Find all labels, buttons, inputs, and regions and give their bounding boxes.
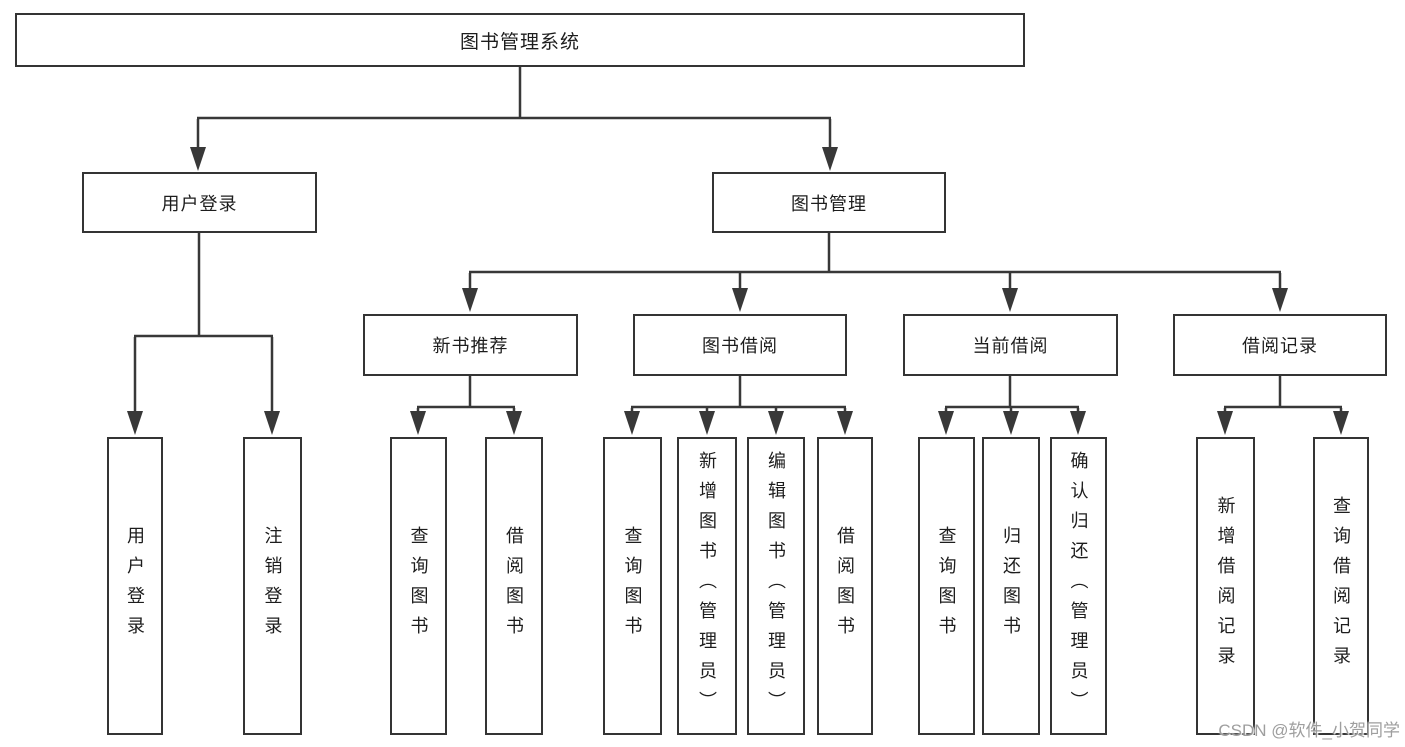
node-book-borrow-label: 图书借阅 bbox=[702, 336, 778, 356]
leaf-borrow-books: 借阅图书 bbox=[817, 437, 873, 735]
leaf-edit-books-admin: 编辑图书（管理员） bbox=[747, 437, 805, 735]
leaf-user-login: 用户登录 bbox=[107, 437, 163, 735]
leaf-edit-books-admin-label: 编辑图书（管理员） bbox=[766, 451, 786, 721]
leaf-query-books-recommend: 查询图书 bbox=[390, 437, 447, 735]
csdn-watermark: CSDN @软件_小贺同学 bbox=[1218, 721, 1400, 740]
leaf-user-login-label: 用户登录 bbox=[125, 526, 145, 646]
leaf-return-books-label: 归还图书 bbox=[1001, 526, 1021, 646]
leaf-add-borrow-record-label: 新增借阅记录 bbox=[1215, 496, 1236, 676]
leaf-logout-label: 注销登录 bbox=[262, 526, 283, 646]
leaf-confirm-return-admin: 确认归还（管理员） bbox=[1050, 437, 1107, 735]
leaf-query-books-current-label: 查询图书 bbox=[936, 526, 957, 646]
leaf-return-books: 归还图书 bbox=[982, 437, 1040, 735]
leaf-borrow-books-recommend: 借阅图书 bbox=[485, 437, 543, 735]
node-user-login-label: 用户登录 bbox=[161, 193, 238, 214]
leaf-query-books-current: 查询图书 bbox=[918, 437, 975, 735]
node-new-book-recommend: 新书推荐 bbox=[363, 314, 578, 376]
node-book-management-label: 图书管理 bbox=[791, 193, 867, 214]
leaf-logout: 注销登录 bbox=[243, 437, 302, 735]
node-root-label: 图书管理系统 bbox=[459, 31, 580, 53]
leaf-query-books-borrow: 查询图书 bbox=[603, 437, 662, 735]
leaf-query-books-recommend-label: 查询图书 bbox=[408, 526, 429, 646]
node-root: 图书管理系统 bbox=[15, 13, 1025, 67]
leaf-add-borrow-record: 新增借阅记录 bbox=[1196, 437, 1255, 735]
leaf-query-borrow-record: 查询借阅记录 bbox=[1313, 437, 1369, 735]
leaf-query-books-borrow-label: 查询图书 bbox=[622, 526, 643, 646]
leaf-borrow-books-recommend-label: 借阅图书 bbox=[504, 526, 524, 646]
leaf-query-borrow-record-label: 查询借阅记录 bbox=[1331, 496, 1351, 676]
node-current-borrow-label: 当前借阅 bbox=[972, 336, 1049, 356]
node-borrow-records: 借阅记录 bbox=[1173, 314, 1387, 376]
node-new-book-recommend-label: 新书推荐 bbox=[432, 336, 509, 356]
node-borrow-records-label: 借阅记录 bbox=[1242, 336, 1318, 356]
node-book-borrow: 图书借阅 bbox=[633, 314, 847, 376]
node-current-borrow: 当前借阅 bbox=[903, 314, 1118, 376]
leaf-confirm-return-admin-label: 确认归还（管理员） bbox=[1068, 451, 1089, 721]
node-book-management: 图书管理 bbox=[712, 172, 946, 233]
leaf-add-books-admin-label: 新增图书（管理员） bbox=[697, 451, 717, 721]
node-user-login: 用户登录 bbox=[82, 172, 317, 233]
leaf-borrow-books-label: 借阅图书 bbox=[835, 526, 855, 646]
leaf-add-books-admin: 新增图书（管理员） bbox=[677, 437, 737, 735]
